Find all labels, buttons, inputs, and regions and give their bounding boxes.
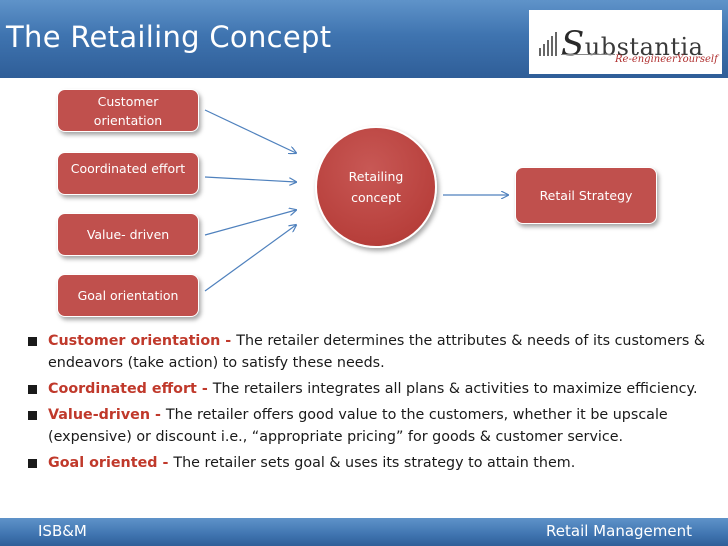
bullet-square-icon <box>28 385 37 394</box>
bullet-list: Customer orientation - The retailer dete… <box>26 330 706 478</box>
bullet-square-icon <box>28 337 37 346</box>
footer-left-label: ISB&M <box>38 522 87 540</box>
customer-orientation-box: Customer orientation <box>57 89 199 132</box>
arrow-customer-to-concept <box>204 109 296 153</box>
bullet-customer-orientation: Customer orientation - The retailer dete… <box>26 330 706 374</box>
title-bar: The Retailing Concept Substantia Re-engi… <box>0 0 728 78</box>
bullet-value-driven: Value-driven - The retailer offers good … <box>26 404 706 448</box>
footer-right-label: Retail Management <box>546 522 692 540</box>
arrow-value-to-concept <box>204 210 296 236</box>
logo-tagline: Re-engineerYourself <box>615 54 718 65</box>
bullet-square-icon <box>28 411 37 420</box>
arrow-goal-to-concept <box>204 225 296 292</box>
value-driven-box: Value- driven <box>57 213 199 256</box>
logo-divider <box>561 54 615 55</box>
page-title: The Retailing Concept <box>6 20 332 54</box>
bullet-goal-oriented: Goal oriented - The retailer sets goal &… <box>26 452 706 474</box>
logo-bars-icon <box>539 32 559 56</box>
retailing-concept-circle: Retailing concept <box>315 126 437 248</box>
footer-bar: ISB&M Retail Management <box>0 518 728 546</box>
bullet-coordinated-effort: Coordinated effort - The retailers integ… <box>26 378 706 400</box>
coordinated-effort-box: Coordinated effort <box>57 152 199 195</box>
goal-orientation-box: Goal orientation <box>57 274 199 317</box>
bullet-square-icon <box>28 459 37 468</box>
substantia-logo: Substantia Re-engineerYourself <box>529 10 722 74</box>
arrow-coordinated-to-concept <box>204 176 296 182</box>
retail-strategy-box: Retail Strategy <box>515 167 657 224</box>
